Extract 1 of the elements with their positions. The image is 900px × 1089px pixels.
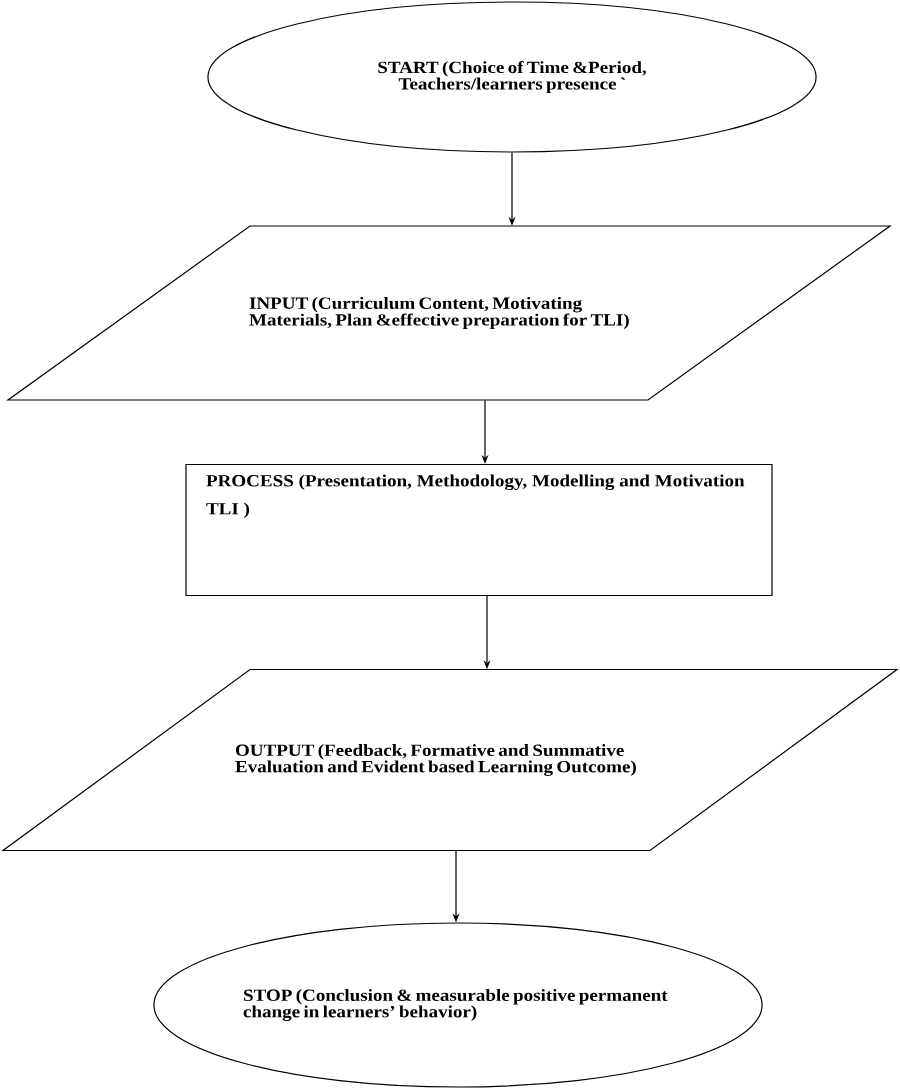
process-box: PROCESS (Presentation, Methodology, Modelling and Motivation TLI ) [185,463,773,597]
